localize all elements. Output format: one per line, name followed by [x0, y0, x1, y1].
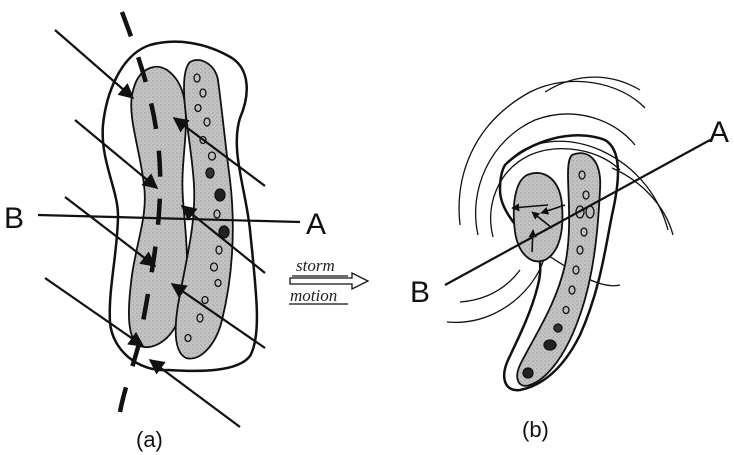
panel-b-label-b: B [410, 276, 430, 309]
panel-a: B A (a) [4, 12, 326, 452]
panel-a-caption: (a) [136, 427, 163, 452]
panel-a-label-a: A [306, 208, 326, 241]
panel-a-label-b: B [4, 202, 24, 235]
panel-b-label-a: A [709, 116, 729, 149]
panel-b-caption: (b) [522, 417, 549, 442]
motion-label: motion [290, 286, 337, 305]
panel-b: B A (b) [410, 77, 729, 442]
storm-motion-arrow: storm motion [289, 256, 368, 305]
storm-label: storm [296, 256, 335, 275]
